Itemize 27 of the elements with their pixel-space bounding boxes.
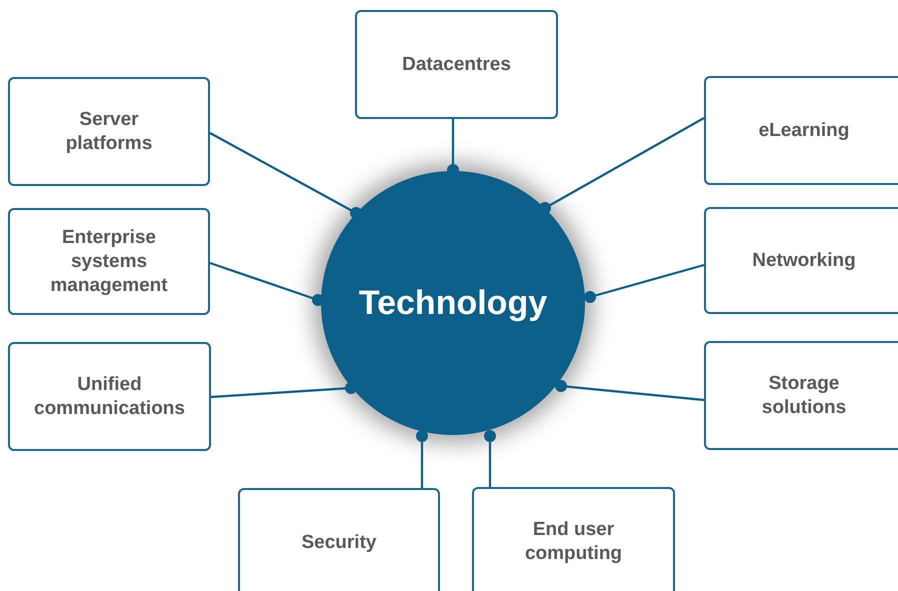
connector-line [584, 264, 704, 303]
topic-label: Server platforms [64, 108, 154, 156]
connector-line [209, 132, 362, 219]
topic-box [704, 76, 898, 185]
topic-label: Datacentres [402, 52, 511, 76]
topic-box [8, 208, 210, 315]
topic-label: Networking [752, 248, 856, 272]
topic-label: End user computing [524, 518, 624, 566]
topic-label: Storage solutions [760, 372, 848, 420]
hub-title: Technology [358, 282, 548, 324]
topic-label: Security [302, 531, 376, 555]
topic-box [704, 341, 898, 450]
connector-line [210, 262, 324, 306]
topic-box [8, 77, 210, 186]
topic-label: Enterprise systems management [49, 226, 169, 298]
connector-line [484, 430, 496, 487]
topic-box [472, 487, 675, 591]
topic-box [704, 207, 898, 314]
topic-label: eLearning [758, 118, 850, 142]
connector-line [210, 382, 357, 398]
topic-box [355, 10, 558, 119]
topic-label: Unified communications [33, 372, 186, 420]
connector-line [539, 117, 705, 214]
topic-box [8, 342, 211, 451]
connector-line [416, 430, 428, 488]
topic-box [238, 488, 440, 591]
connector-line [555, 380, 704, 402]
